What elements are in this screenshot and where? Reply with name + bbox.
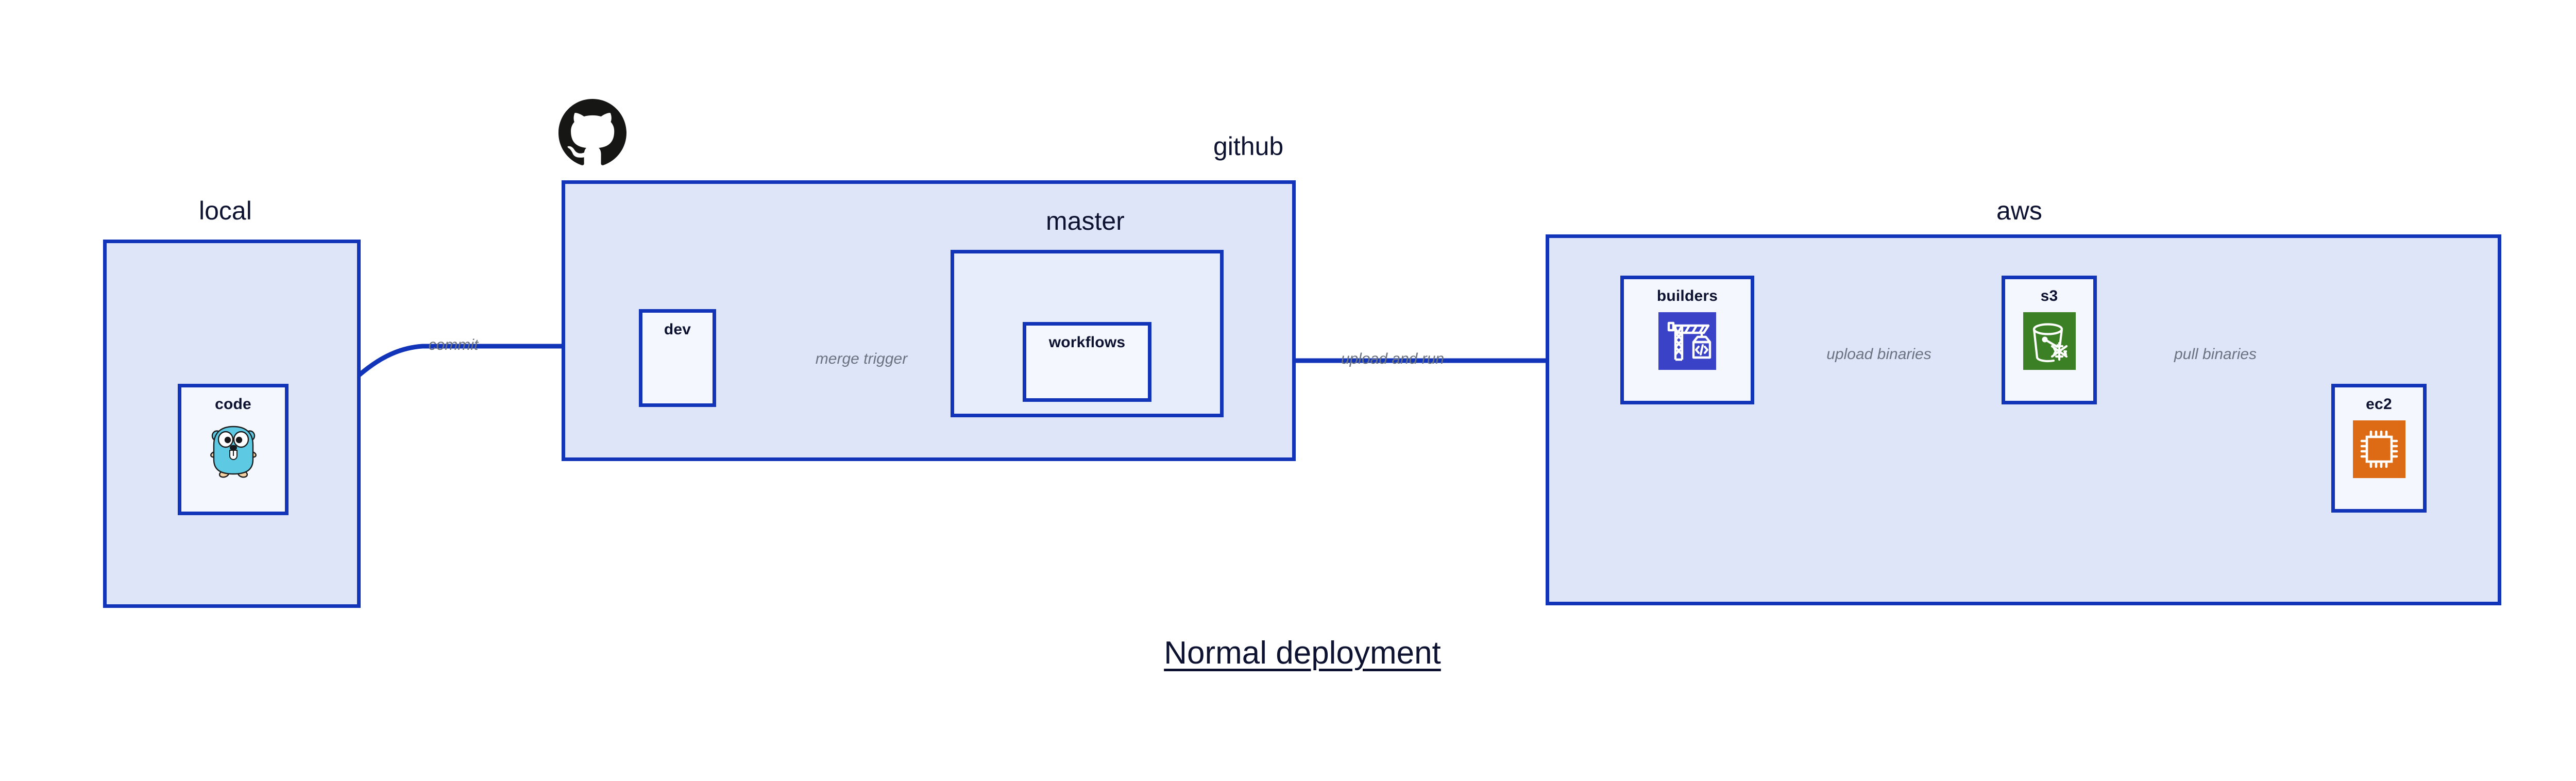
group-github-label: github bbox=[1213, 132, 1284, 161]
node-dev[interactable]: dev bbox=[639, 309, 716, 407]
edge-label-commit: commit bbox=[428, 336, 479, 353]
edge-label-pull-binaries: pull binaries bbox=[2174, 346, 2257, 363]
github-octocat-logo bbox=[558, 99, 626, 169]
aws-ec2-chip-icon bbox=[2352, 420, 2405, 481]
node-code-label: code bbox=[215, 396, 251, 413]
node-s3-label: s3 bbox=[2040, 287, 2058, 304]
edge-label-upload-and-run: upload and run bbox=[1341, 350, 1445, 367]
node-dev-label: dev bbox=[664, 321, 691, 338]
node-builders-label: builders bbox=[1656, 287, 1718, 304]
node-ec2-label: ec2 bbox=[2366, 396, 2392, 413]
group-local-label: local bbox=[199, 196, 252, 225]
node-workflows[interactable]: workflows bbox=[1023, 322, 1151, 402]
edge-label-merge-trigger: merge trigger bbox=[815, 350, 908, 367]
group-aws-label: aws bbox=[1996, 196, 2042, 225]
node-builders[interactable]: builders bbox=[1620, 276, 1754, 404]
node-s3[interactable]: s3 bbox=[2002, 276, 2097, 404]
node-code[interactable]: code bbox=[178, 384, 289, 515]
node-ec2[interactable]: ec2 bbox=[2331, 384, 2427, 513]
go-gopher-icon bbox=[207, 420, 260, 481]
node-workflows-label: workflows bbox=[1048, 334, 1126, 351]
aws-s3-bucket-snowflake-icon bbox=[2023, 312, 2076, 372]
group-master-label: master bbox=[1046, 207, 1125, 235]
edge-label-upload-binaries: upload binaries bbox=[1826, 346, 1931, 363]
diagram-title: Normal deployment bbox=[1164, 635, 1441, 671]
aws-codebuild-crane-icon bbox=[1658, 312, 1716, 372]
